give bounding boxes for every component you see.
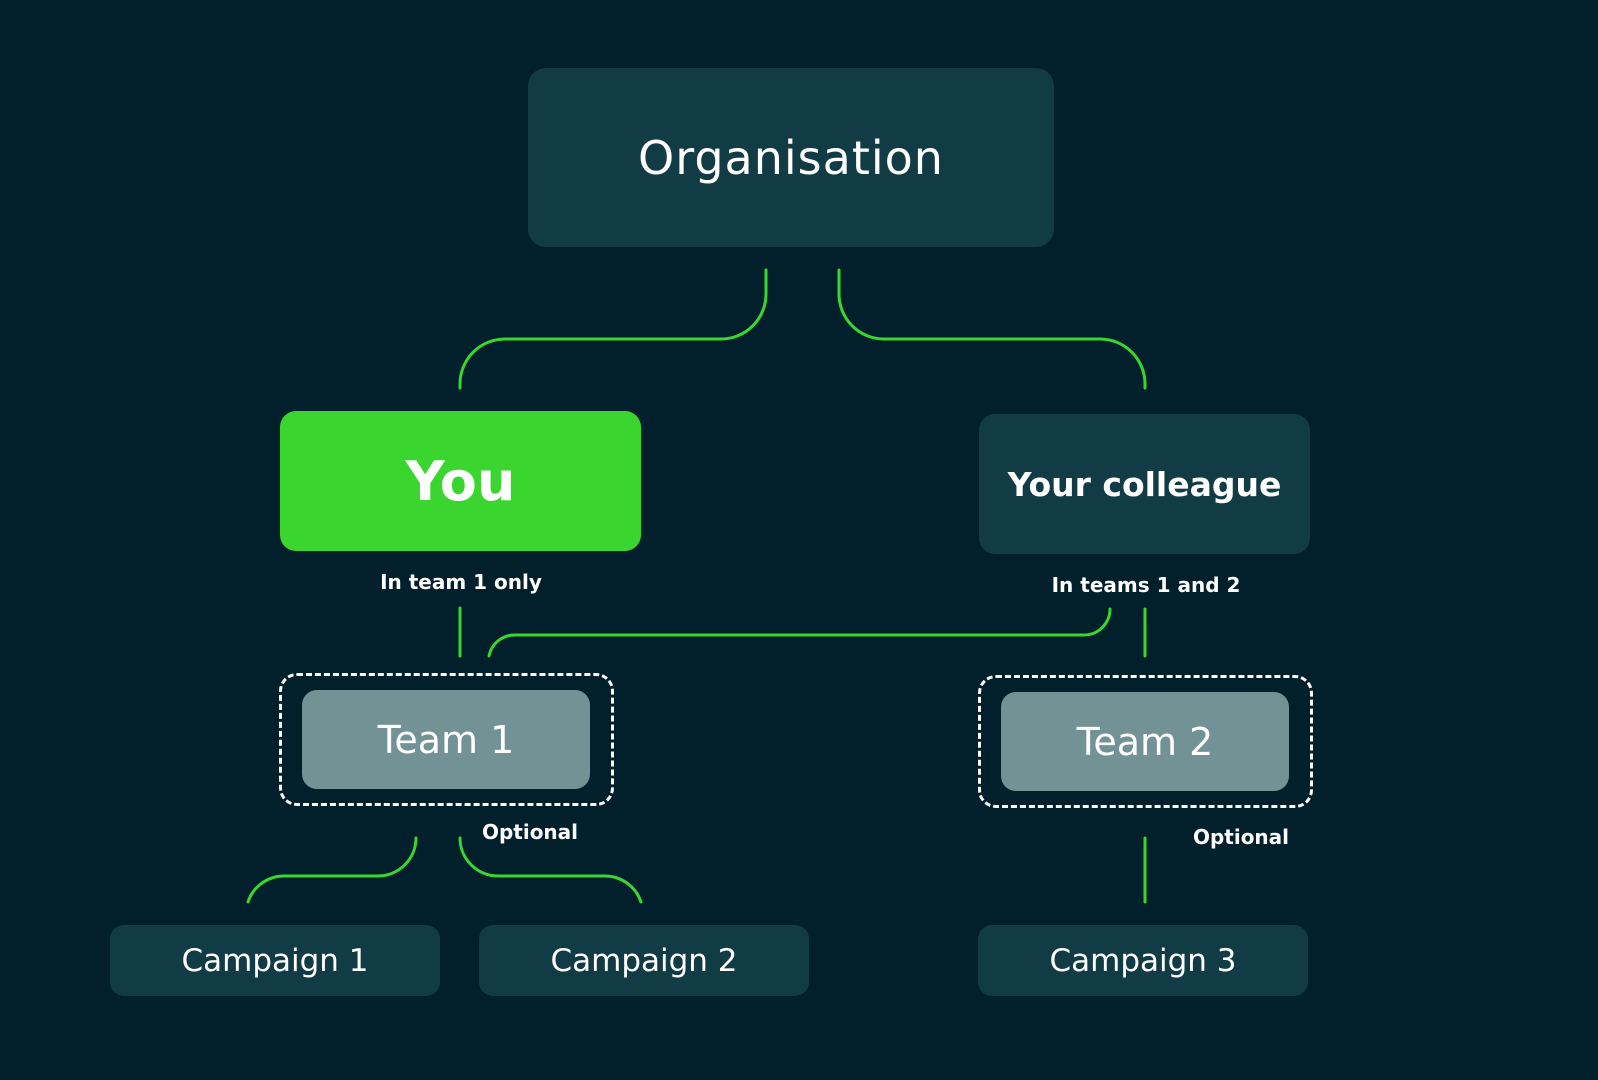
team1-box: Team 1 [302, 690, 590, 789]
organisation-label: Organisation [638, 130, 944, 185]
campaign1-label: Campaign 1 [181, 942, 369, 979]
team1-optional-outline [279, 673, 614, 806]
campaign3-label: Campaign 3 [1049, 942, 1237, 979]
you-box: You [280, 411, 641, 551]
campaign1-box: Campaign 1 [110, 925, 440, 996]
connector-team1-campaign1 [246, 836, 418, 904]
campaign2-box: Campaign 2 [479, 925, 809, 996]
team2-box: Team 2 [1001, 692, 1289, 791]
team2-optional-label: Optional [1192, 825, 1290, 849]
you-label: You [405, 449, 516, 513]
team2-label: Team 2 [1076, 719, 1214, 764]
organisation-box: Organisation [528, 68, 1054, 247]
colleague-label: Your colleague [1007, 464, 1282, 504]
connector-org-colleague [837, 268, 1147, 390]
colleague-membership-note: In teams 1 and 2 [1051, 573, 1241, 597]
connector-team1-campaign2 [458, 836, 643, 904]
connector-org-you [458, 268, 768, 390]
connector-colleague-team1 [487, 607, 1112, 658]
team2-optional-outline [978, 675, 1313, 808]
colleague-box: Your colleague [979, 414, 1310, 554]
campaign2-label: Campaign 2 [550, 942, 738, 979]
team1-label: Team 1 [377, 717, 515, 762]
you-membership-note: In team 1 only [380, 570, 542, 594]
campaign3-box: Campaign 3 [978, 925, 1308, 996]
team1-optional-label: Optional [481, 820, 579, 844]
